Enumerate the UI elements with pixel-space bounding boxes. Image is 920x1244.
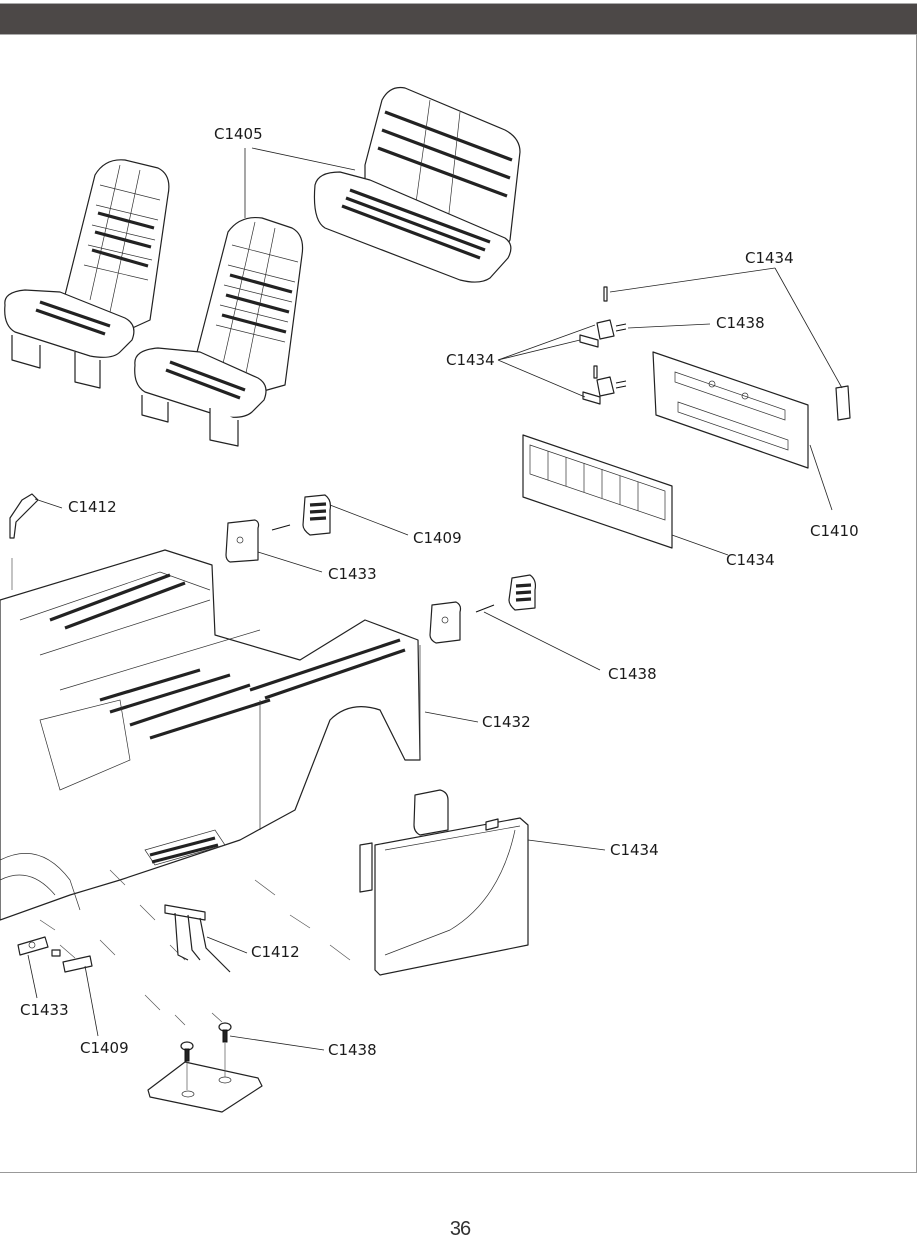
tailgate-panel (522, 434, 673, 549)
callout-pedal-assembly: C1412 (251, 943, 300, 961)
front-seat-right (134, 216, 304, 447)
callout-switch-plate: C1433 (20, 1001, 69, 1019)
callout-light-lens: C1409 (413, 529, 462, 547)
callout-body-tub: C1432 (482, 713, 531, 731)
body-tub (0, 549, 421, 921)
callout-hinge-screw: C1438 (716, 314, 765, 332)
callout-tailgate-panel: C1434 (726, 551, 775, 569)
switch-parts (17, 936, 93, 973)
callout-pedal-screws: C1438 (328, 1041, 377, 1059)
callout-light-housing: C1433 (328, 565, 377, 583)
pedal-screws-and-plate (147, 1022, 263, 1113)
rear-light-parts (225, 494, 537, 644)
callout-gear-shifter: C1412 (68, 498, 117, 516)
pedal-assembly (164, 904, 231, 973)
exploded-parts-diagram (0, 86, 851, 1113)
callout-switch-button: C1409 (80, 1039, 129, 1057)
callout-door-panel: C1434 (610, 841, 659, 859)
callout-hinge-parts: C1434 (446, 351, 495, 369)
page-frame (0, 34, 917, 1173)
tailgate-hinge-parts (579, 286, 851, 421)
door-panel (359, 789, 529, 976)
gear-shifter-part (9, 493, 39, 539)
header-bar (0, 3, 917, 35)
rear-bench-seat (313, 86, 521, 283)
callout-tailgate-pin: C1434 (745, 249, 794, 267)
callout-light-screw: C1438 (608, 665, 657, 683)
front-seat-left (4, 159, 170, 389)
tailgate-inner-panel (652, 351, 809, 469)
callout-tailgate-inner: C1410 (810, 522, 859, 540)
callout-seats: C1405 (214, 125, 263, 143)
page-number: 36 (449, 1218, 471, 1240)
